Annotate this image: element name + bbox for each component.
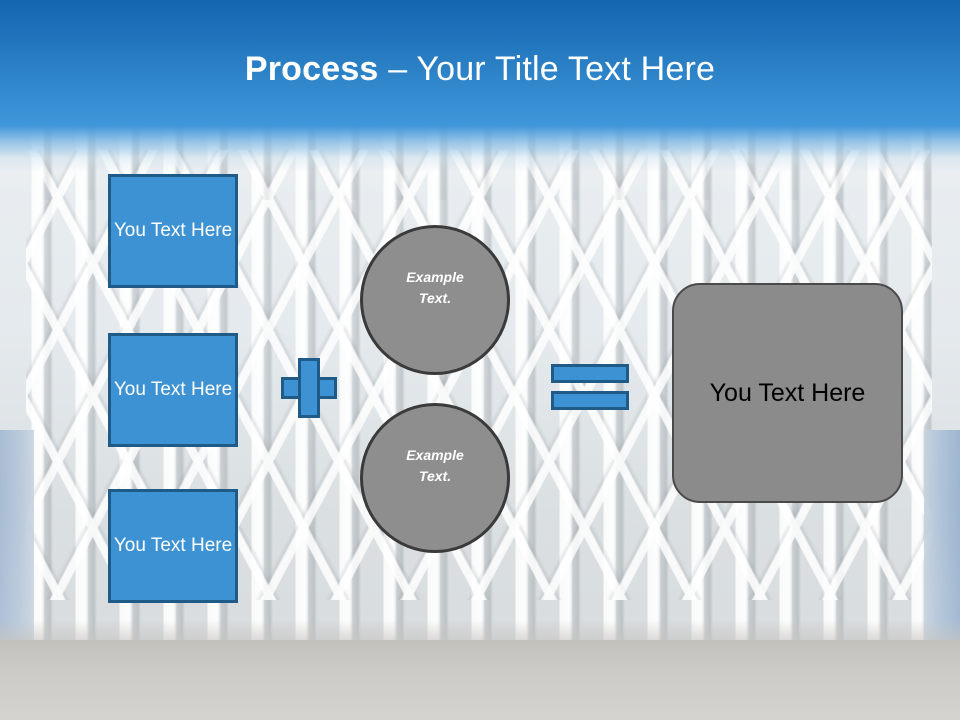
- example-circle-1-line2: Text.: [418, 290, 452, 306]
- plus-icon-center-fill: [301, 380, 317, 396]
- input-box-1-label: You Text Here: [113, 220, 233, 241]
- example-circle-2-line1: Example: [406, 447, 464, 463]
- example-circle-2-line2: Text.: [418, 468, 452, 484]
- title-banner: [0, 0, 960, 126]
- input-box-3[interactable]: You Text Here: [108, 489, 238, 603]
- title-banner-fade: [0, 126, 960, 172]
- page-title-strong: Process: [244, 50, 379, 88]
- input-box-2-label: You Text Here: [113, 379, 233, 400]
- page-title: Process – Your Title Text Here: [0, 49, 960, 89]
- example-circle-1[interactable]: Example Text.: [360, 225, 510, 375]
- input-box-1[interactable]: You Text Here: [108, 174, 238, 288]
- example-circle-1-line1: Example: [406, 269, 464, 285]
- page-title-rest: – Your Title Text Here: [378, 50, 716, 88]
- equals-icon-bottom-bar: [551, 391, 629, 410]
- example-circle-2[interactable]: Example Text.: [360, 403, 510, 553]
- equals-icon: [551, 364, 629, 410]
- plus-icon: [281, 358, 337, 418]
- input-box-3-label: You Text Here: [113, 535, 233, 556]
- equals-icon-top-bar: [551, 364, 629, 383]
- input-box-2[interactable]: You Text Here: [108, 333, 238, 447]
- result-card[interactable]: You Text Here: [672, 283, 903, 503]
- result-card-label: You Text Here: [709, 378, 866, 407]
